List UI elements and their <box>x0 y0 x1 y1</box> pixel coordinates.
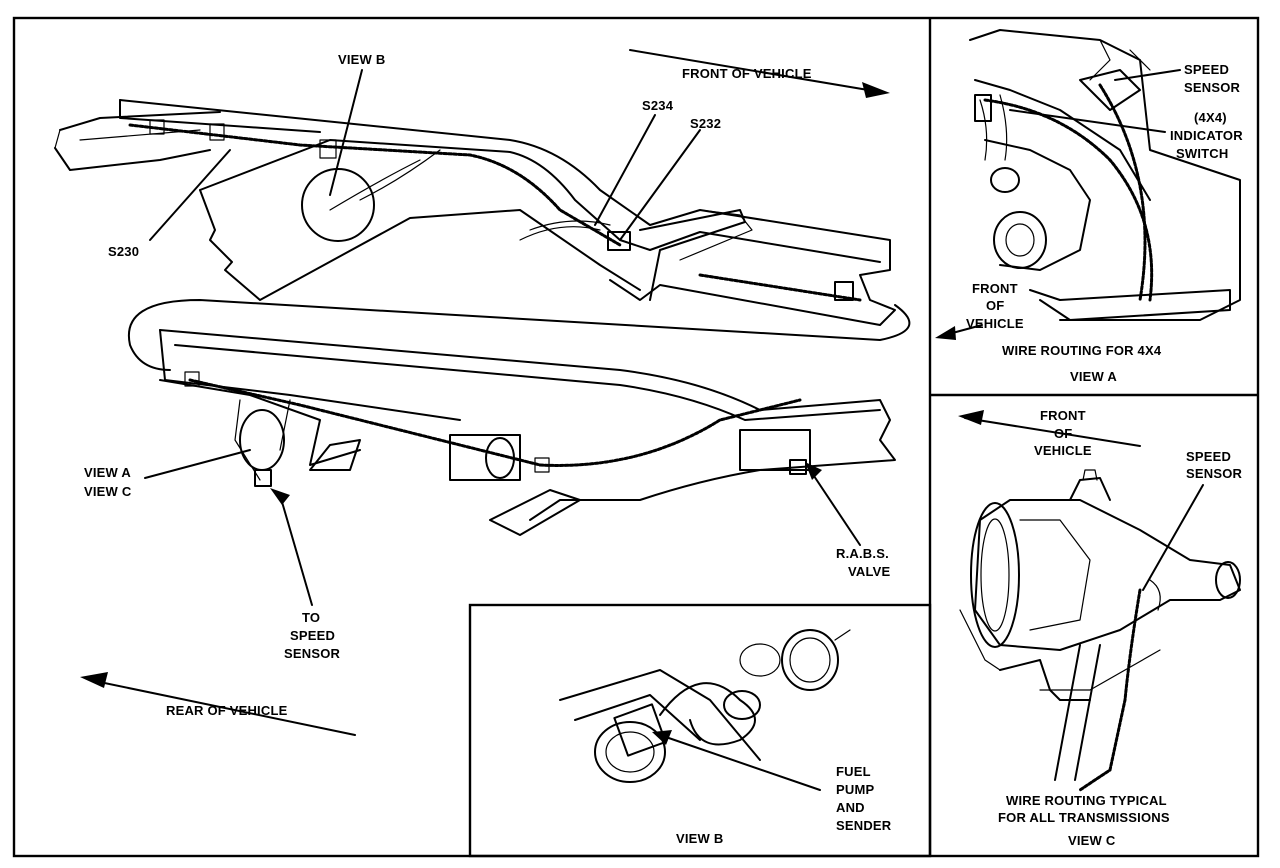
frame-loop <box>127 299 911 371</box>
label-fuel-4: SENDER <box>836 818 892 833</box>
label-c-front-1: FRONT <box>1040 408 1086 423</box>
label-rabs-2: VALVE <box>848 564 891 579</box>
label-view-b-top: VIEW B <box>338 52 385 67</box>
front-arrow-line <box>629 49 881 93</box>
rabs-valve <box>739 429 811 471</box>
label-view-b-caption: VIEW B <box>676 831 723 846</box>
label-a-title: WIRE ROUTING FOR 4X4 <box>1002 343 1162 358</box>
label-a-front-2: OF <box>986 298 1004 313</box>
upper-harness <box>128 123 622 247</box>
upper-frame-rail <box>54 99 896 326</box>
arrow-speed-sensor <box>270 488 290 505</box>
label-a-front-1: FRONT <box>972 281 1018 296</box>
view-b-leads <box>329 149 441 211</box>
lower-frame-rail <box>159 329 896 536</box>
leader-indicator-switch <box>1009 109 1166 133</box>
label-a-switch-2: INDICATOR <box>1170 128 1243 143</box>
label-fuel-2: PUMP <box>836 782 874 797</box>
label-s234: S234 <box>642 98 674 113</box>
label-a-speed-2: SENSOR <box>1184 80 1241 95</box>
label-rear-of-vehicle: REAR OF VEHICLE <box>166 703 288 718</box>
leader-speed-sensor-a <box>1114 69 1181 81</box>
label-c-front-3: VEHICLE <box>1034 443 1092 458</box>
leader-view-a-c <box>144 449 251 479</box>
splice-block <box>607 231 631 251</box>
lower-harness <box>188 378 542 467</box>
leader-s234 <box>594 114 656 226</box>
label-view-a: VIEW A <box>84 465 131 480</box>
leader-s232 <box>619 129 701 241</box>
front-arrow-c-head <box>958 410 984 425</box>
front-arrow-a-head <box>935 326 956 340</box>
speed-sensor-connector <box>254 469 272 487</box>
label-a-caption: VIEW A <box>1070 369 1117 384</box>
arrow-rabs <box>805 462 822 480</box>
front-arrow-head <box>862 82 890 98</box>
lower-harness-front <box>538 398 802 467</box>
leader-view-b <box>329 69 363 196</box>
label-c-title-2: FOR ALL TRANSMISSIONS <box>998 810 1170 825</box>
label-front-of-vehicle: FRONT OF VEHICLE <box>682 66 812 81</box>
label-to-speed-sensor-2: SPEED <box>290 628 335 643</box>
fuel-pump-illustration <box>559 629 851 783</box>
leader-fuel-pump <box>659 734 821 791</box>
arrow-fuel-pump <box>652 730 672 745</box>
label-c-speed-1: SPEED <box>1186 449 1231 464</box>
rear-arrow-head <box>80 672 108 688</box>
rear-arrow-line <box>89 679 356 736</box>
label-to-speed-sensor-1: TO <box>302 610 320 625</box>
label-c-speed-2: SENSOR <box>1186 466 1243 481</box>
leader-rabs <box>809 469 861 546</box>
transmission-illustration <box>959 469 1241 792</box>
label-a-speed-1: SPEED <box>1184 62 1229 77</box>
view-b-circle <box>301 168 375 242</box>
leader-speed-sensor <box>279 494 313 606</box>
view-b-frame <box>468 603 932 858</box>
label-s230: S230 <box>108 244 139 259</box>
label-c-front-2: OF <box>1054 426 1072 441</box>
label-fuel-3: AND <box>836 800 865 815</box>
label-s232: S232 <box>690 116 721 131</box>
label-to-speed-sensor-3: SENSOR <box>284 646 341 661</box>
label-c-title-1: WIRE ROUTING TYPICAL <box>1006 793 1167 808</box>
label-a-switch-1: (4X4) <box>1194 110 1227 125</box>
leader-speed-sensor-c <box>1142 484 1204 591</box>
label-fuel-1: FUEL <box>836 764 871 779</box>
label-a-switch-3: SWITCH <box>1176 146 1228 161</box>
label-view-c: VIEW C <box>84 484 132 499</box>
label-c-caption: VIEW C <box>1068 833 1116 848</box>
upper-harness-rear <box>698 273 862 302</box>
label-rabs-1: R.A.B.S. <box>836 546 889 561</box>
front-arrow-c-line <box>964 417 1141 447</box>
leader-s230 <box>149 149 231 241</box>
label-a-front-3: VEHICLE <box>966 316 1024 331</box>
transfer-case-4x4 <box>969 29 1241 321</box>
